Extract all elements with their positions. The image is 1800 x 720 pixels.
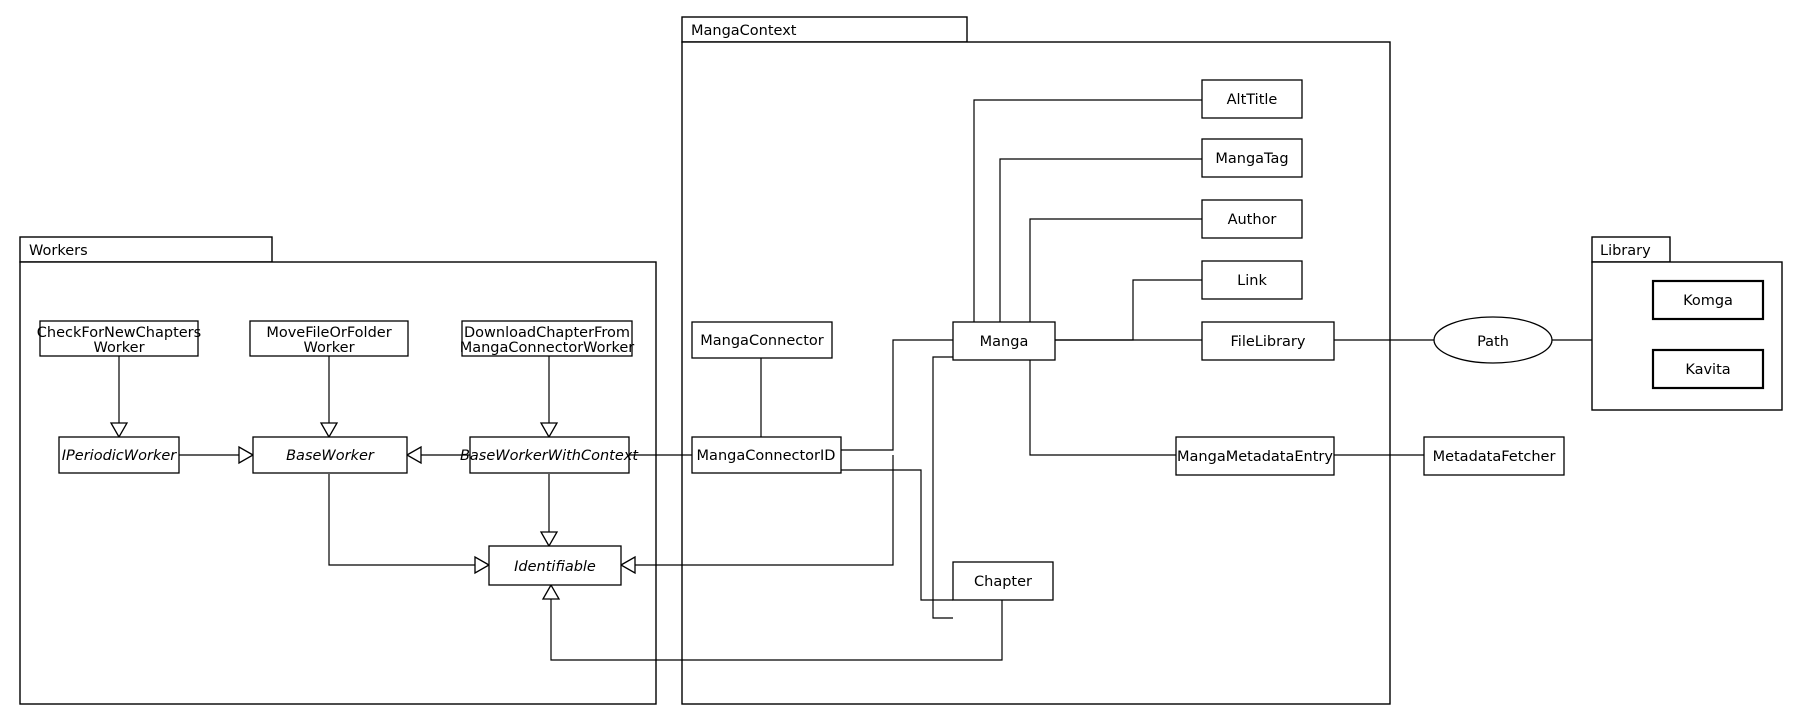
node-kavita[interactable]: Kavita	[1651, 348, 1765, 390]
path-label: Path	[1477, 334, 1509, 350]
node-identifiable[interactable]: Identifiable	[488, 545, 622, 586]
edge-baseworker-to-identifiable	[328, 474, 489, 566]
manga-label: Manga	[980, 334, 1029, 350]
komga-label: Komga	[1683, 293, 1733, 309]
identifiable-label: Identifiable	[514, 559, 596, 575]
check-for-new-chapters-worker-label-line2: Worker	[93, 340, 144, 356]
edge-chapter-to-identifiable	[550, 580, 1003, 661]
arrowhead-identifiable-left	[474, 555, 491, 575]
node-download-chapter-from-manga-connector-worker[interactable]: DownloadChapterFrom MangaConnectorWorker	[460, 320, 635, 357]
node-mangametadataentry[interactable]: MangaMetadataEntry	[1175, 436, 1335, 476]
mangatag-label: MangaTag	[1215, 151, 1288, 167]
node-komga[interactable]: Komga	[1651, 279, 1765, 321]
node-link[interactable]: Link	[1201, 260, 1303, 300]
edge-mangaconnectorid-to-identifiable	[621, 455, 894, 566]
package-workers-label: Workers	[29, 243, 88, 259]
chapter-label: Chapter	[974, 574, 1032, 590]
arrowhead-identifiable-top	[539, 531, 559, 548]
package-mangacontext-label: MangaContext	[691, 23, 797, 39]
edge-mangaconnectorid-to-chapter	[841, 469, 953, 601]
node-mangaconnectorid[interactable]: MangaConnectorID	[691, 436, 842, 474]
node-metadatafetcher[interactable]: MetadataFetcher	[1423, 436, 1565, 476]
node-mangatag[interactable]: MangaTag	[1201, 138, 1303, 178]
kavita-label: Kavita	[1685, 362, 1730, 378]
alttitle-label: AltTitle	[1227, 92, 1278, 108]
metadatafetcher-label: MetadataFetcher	[1433, 449, 1556, 465]
node-check-for-new-chapters-worker[interactable]: CheckForNewChapters Worker	[37, 320, 201, 357]
edge-manga-to-mangatag	[999, 158, 1202, 330]
arrowhead-layer	[109, 422, 636, 600]
package-library-label: Library	[1600, 243, 1651, 259]
node-baseworker[interactable]: BaseWorker	[252, 436, 408, 474]
link-label: Link	[1237, 273, 1267, 289]
arrowhead-baseworker-right	[405, 445, 422, 465]
baseworkerwithcontext-label: BaseWorkerWithContext	[460, 448, 639, 464]
arrowhead-baseworkerwithcontext-top	[539, 422, 559, 439]
move-file-or-folder-worker-label-line2: Worker	[303, 340, 354, 356]
arrowhead-baseworker-top	[319, 422, 339, 439]
node-alttitle[interactable]: AltTitle	[1201, 79, 1303, 119]
author-label: Author	[1228, 212, 1277, 228]
mangaconnector-label: MangaConnector	[700, 333, 824, 349]
arrowhead-iperiodicworker	[109, 422, 129, 439]
edge-mangaconnectorid-to-manga	[841, 339, 953, 451]
node-chapter[interactable]: Chapter	[952, 561, 1054, 601]
node-filelibrary[interactable]: FileLibrary	[1201, 321, 1335, 361]
node-author[interactable]: Author	[1201, 199, 1303, 239]
download-chapter-worker-label-line2: MangaConnectorWorker	[460, 340, 635, 356]
edge-manga-to-mangametadataentry	[1029, 360, 1176, 456]
iperiodicworker-label: IPeriodicWorker	[62, 448, 177, 464]
node-mangaconnector[interactable]: MangaConnector	[691, 321, 833, 359]
edge-manga-to-alttitle	[973, 99, 1202, 330]
download-chapter-worker-label-line1: DownloadChapterFrom	[464, 325, 630, 341]
check-for-new-chapters-worker-label-line1: CheckForNewChapters	[37, 325, 201, 341]
baseworker-label: BaseWorker	[286, 448, 375, 464]
node-iperiodicworker[interactable]: IPeriodicWorker	[58, 436, 180, 474]
move-file-or-folder-worker-label-line1: MoveFileOrFolder	[266, 325, 391, 341]
node-manga[interactable]: Manga	[952, 321, 1056, 361]
node-path[interactable]: Path	[1433, 316, 1553, 364]
node-baseworkerwithcontext[interactable]: BaseWorkerWithContext	[460, 436, 639, 474]
edge-manga-to-author	[1029, 218, 1202, 330]
arrowhead-identifiable-bottom	[541, 583, 561, 600]
edge-manga-to-chapter	[932, 356, 953, 619]
arrowhead-baseworker-left	[238, 445, 255, 465]
arrowhead-identifiable-right	[619, 555, 636, 575]
mangaconnectorid-label: MangaConnectorID	[697, 448, 836, 464]
mangametadataentry-label: MangaMetadataEntry	[1177, 449, 1333, 465]
node-move-file-or-folder-worker[interactable]: MoveFileOrFolder Worker	[249, 320, 409, 357]
filelibrary-label: FileLibrary	[1231, 334, 1306, 350]
